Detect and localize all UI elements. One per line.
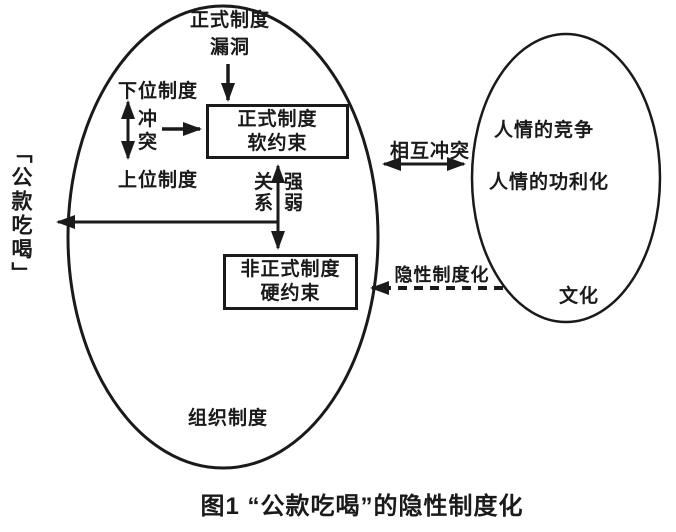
informal-institution-hard-constraint-box: 非正式制度 硬约束: [223, 254, 358, 310]
upper-institution-label: 上位制度: [117, 170, 198, 191]
strength-label: 强 弱: [283, 172, 304, 214]
culture-label: 文化: [558, 286, 599, 307]
public-funds-dining-side-label: 「公款吃喝」: [9, 142, 32, 286]
mutual-conflict-label: 相互冲突: [389, 141, 470, 162]
lower-institution-label: 下位制度: [117, 81, 198, 102]
culture-ellipse: [470, 32, 662, 324]
formal-institution-soft-constraint-box: 正式制度 软约束: [206, 104, 349, 159]
implicit-institutionalization-label: 隐性制度化: [394, 265, 490, 285]
conflict-label: 冲 突: [137, 109, 158, 153]
relation-label: 关 系: [253, 172, 274, 214]
organization-institution-label: 组织制度: [187, 408, 268, 429]
renqing-competition-label: 人情的竞争: [494, 120, 595, 141]
formal-institution-loophole-label: 正式制度 漏洞: [189, 10, 270, 58]
figure-caption: 图1 “公款吃喝”的隐性制度化: [200, 493, 524, 520]
organization-ellipse: [66, 4, 380, 470]
renqing-utilitarianization-label: 人情的功利化: [489, 172, 610, 193]
